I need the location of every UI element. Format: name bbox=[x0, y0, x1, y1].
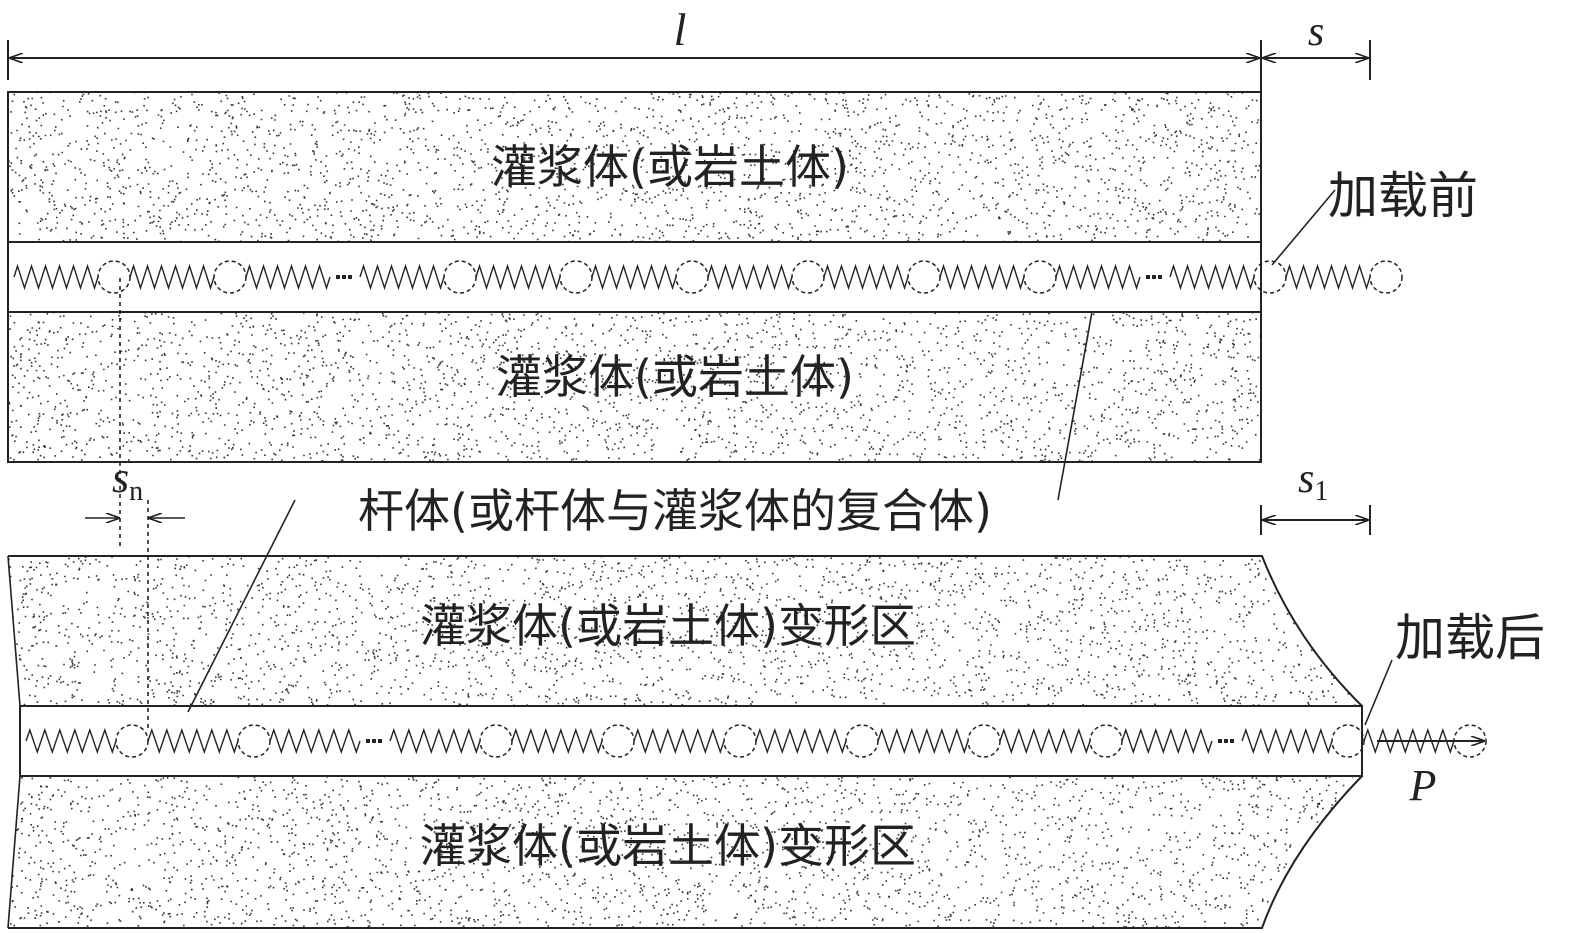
grout-block-after-bottom: 灌浆体(或岩土体)变形区 bbox=[7, 775, 1363, 929]
callout-after-loading: 加载后 bbox=[1364, 609, 1545, 726]
after-loading-label: 加载后 bbox=[1395, 609, 1545, 667]
dimension-s1: s1 bbox=[1260, 456, 1371, 535]
rod-body-callout: 杆体(或杆体与灌浆体的复合体) bbox=[187, 311, 1093, 713]
dimension-s-label: s bbox=[1308, 9, 1324, 55]
load-label: P bbox=[1409, 761, 1437, 810]
dimension-s1-label: s1 bbox=[1298, 456, 1328, 507]
grout-block-before-bottom: 灌浆体(或岩土体) bbox=[7, 311, 1262, 463]
grout-label-after-top: 灌浆体(或岩土体)变形区 bbox=[420, 599, 916, 653]
before-loading-label: 加载前 bbox=[1328, 167, 1478, 225]
rod-after-loading: P bbox=[19, 705, 1487, 810]
grout-label-before-bottom: 灌浆体(或岩土体) bbox=[496, 350, 854, 404]
dimension-l-label: l bbox=[674, 4, 687, 55]
dimension-sn-label: sn bbox=[112, 453, 143, 507]
grout-label-after-bottom: 灌浆体(或岩土体)变形区 bbox=[420, 819, 916, 873]
grout-block-before-top: 灌浆体(或岩土体) bbox=[7, 91, 1262, 243]
dimension-l: l s bbox=[7, 4, 1371, 92]
callout-before-loading: 加载前 bbox=[1271, 167, 1478, 266]
grout-block-after-top: 灌浆体(或岩土体)变形区 bbox=[7, 555, 1363, 707]
dimension-sn: sn bbox=[85, 278, 185, 730]
rod-before-loading bbox=[7, 241, 1403, 313]
grout-label-before-top: 灌浆体(或岩土体) bbox=[491, 140, 849, 194]
rod-body-label: 杆体(或杆体与灌浆体的复合体) bbox=[358, 484, 992, 538]
